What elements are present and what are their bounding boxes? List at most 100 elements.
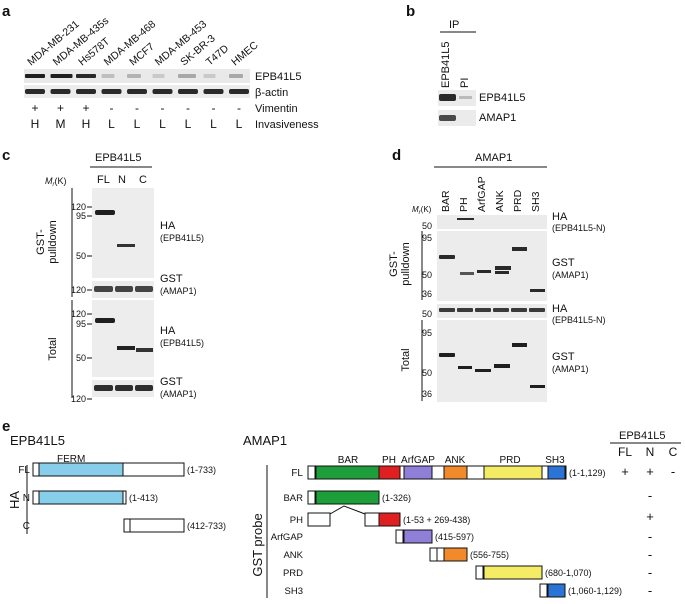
actin-band (178, 89, 198, 94)
e-domain-sh3 (547, 465, 566, 480)
e-right-construct-name: SH3 (285, 586, 303, 597)
d-mw-95: 95 (422, 233, 432, 243)
epb41l5-band (127, 74, 141, 78)
c-mw-total-120: 120 (71, 309, 86, 319)
e-ferm-domain (38, 490, 124, 505)
c-mw-95: 95 (76, 211, 86, 221)
c-ha-sub: (EPB41L5) (160, 233, 204, 243)
epb41l5-band (76, 74, 96, 78)
actin-band (229, 89, 249, 94)
e-binding-fl: + (621, 464, 629, 479)
e-left-construct-name: C (23, 521, 30, 532)
invasiveness-value: L (185, 117, 192, 131)
d-mr-label: Mr(K) (412, 205, 432, 216)
invasiveness-label: Invasiveness (255, 119, 319, 131)
c-lane-c: C (139, 174, 147, 186)
c-group-total: Total (47, 337, 59, 360)
panel-e: e EPB41L5 AMAP1 FERM HA FL(1-733)N(1-413… (2, 418, 681, 598)
e-right-construct-name: ANK (283, 550, 303, 561)
e-right-construct-range: (1-1,129) (569, 468, 606, 478)
d-ha2: HA (552, 303, 568, 315)
d-mw-ha2: 50 (422, 309, 432, 319)
c-lane-fl: FL (97, 174, 110, 186)
e-right-construct-name: BAR (283, 493, 303, 504)
ip-label: IP (449, 19, 459, 31)
e-binding-col: C (669, 445, 678, 459)
e-domain-title: PRD (499, 455, 520, 466)
e-domain-title: PH (382, 455, 396, 466)
e-tag-box (32, 462, 40, 477)
d-lane-label: ArfGAP (476, 176, 488, 212)
e-binding-value: - (648, 583, 652, 598)
e-right-construct-range: (1-326) (382, 493, 411, 503)
c-mw-total-95: 95 (76, 319, 86, 329)
epb41l5-band (229, 74, 243, 78)
e-domain-ph (378, 465, 401, 480)
panel-e-letter: e (2, 418, 10, 435)
e-binding-col: N (646, 445, 655, 459)
d-ha: HA (552, 211, 568, 223)
e-right-construct-range: (415-597) (435, 532, 474, 542)
blot-label-epb41l5: EPB41L5 (255, 71, 301, 83)
e-domain-prd (483, 565, 543, 580)
d-ha2-sub: (EPB41L5-N) (552, 315, 606, 325)
cell-line-labels: MDA-MB-231MDA-MB-435sHs578TMDA-MB-468MCF… (25, 15, 261, 68)
invasiveness-value: L (236, 117, 243, 131)
actin-band (76, 89, 96, 94)
d-mw-ha: 50 (422, 221, 432, 231)
e-left-construct-name: N (23, 493, 30, 504)
e-left-title: EPB41L5 (10, 433, 65, 448)
invasiveness-value: L (134, 117, 141, 131)
e-right-construct-range: (680-1,070) (545, 568, 592, 578)
e-gst-probe: GST probe (250, 513, 265, 576)
e-tag-box (32, 490, 40, 505)
epb41l5-band (203, 74, 216, 78)
e-binding-value: - (648, 529, 652, 544)
e-domain-prd (483, 465, 543, 480)
blot-label-actin: β-actin (255, 87, 288, 99)
invasiveness-value: H (31, 117, 40, 131)
d-gst2: GST (552, 351, 575, 363)
c-gst-total: GST (160, 376, 183, 388)
e-left-construct-bar (123, 518, 185, 533)
invasiveness-value: L (108, 117, 115, 131)
e-tag-box (307, 465, 316, 480)
d-mw2-36: 36 (422, 389, 432, 399)
epb41l5-band (178, 74, 196, 78)
d-mw-50: 50 (422, 270, 432, 280)
e-tag-box (307, 490, 316, 505)
epb41l5-band (101, 74, 115, 78)
vimentin-value: - (135, 101, 139, 115)
e-ha-tag: HA (7, 491, 22, 509)
panel-d-letter: d (392, 147, 401, 164)
e-ph-splice (329, 505, 366, 515)
e-left-construct-range: (412-733) (187, 521, 226, 531)
e-right-construct-range: (1-53 + 269-438) (403, 515, 470, 525)
e-ferm-domain (38, 462, 124, 477)
actin-band (203, 89, 224, 94)
e-domain-title: BAR (338, 455, 359, 466)
e-domain-bar (315, 465, 380, 480)
d-group-gst: GST- (388, 251, 400, 277)
actin-band (127, 89, 147, 94)
d-lane-label: PRD (512, 189, 524, 212)
vimentin-label: Vimentin (255, 103, 298, 115)
e-domain-bar (315, 490, 380, 505)
e-right-construct-range: (1,060-1,129) (568, 586, 622, 596)
e-ph-nterm (307, 512, 331, 527)
actin-band (50, 89, 71, 94)
e-tag-box (395, 529, 404, 544)
e-tag-box (539, 583, 548, 598)
c-mw-gst: 120 (71, 285, 86, 295)
epb41l5-band (25, 74, 45, 78)
panel-b: b IP EPB41L5 PI EPB41L5 AMAP1 (406, 3, 525, 126)
panel-a: a MDA-MB-231MDA-MB-435sHs578TMDA-MB-468M… (2, 3, 319, 131)
invasiveness-value: L (210, 117, 217, 131)
c-gst-sub: (AMAP1) (160, 286, 197, 296)
invasiveness-value: H (82, 117, 91, 131)
e-tag-box (123, 518, 131, 533)
epb41l5-band (152, 74, 165, 78)
c-mw-gst2: 120 (71, 394, 86, 404)
